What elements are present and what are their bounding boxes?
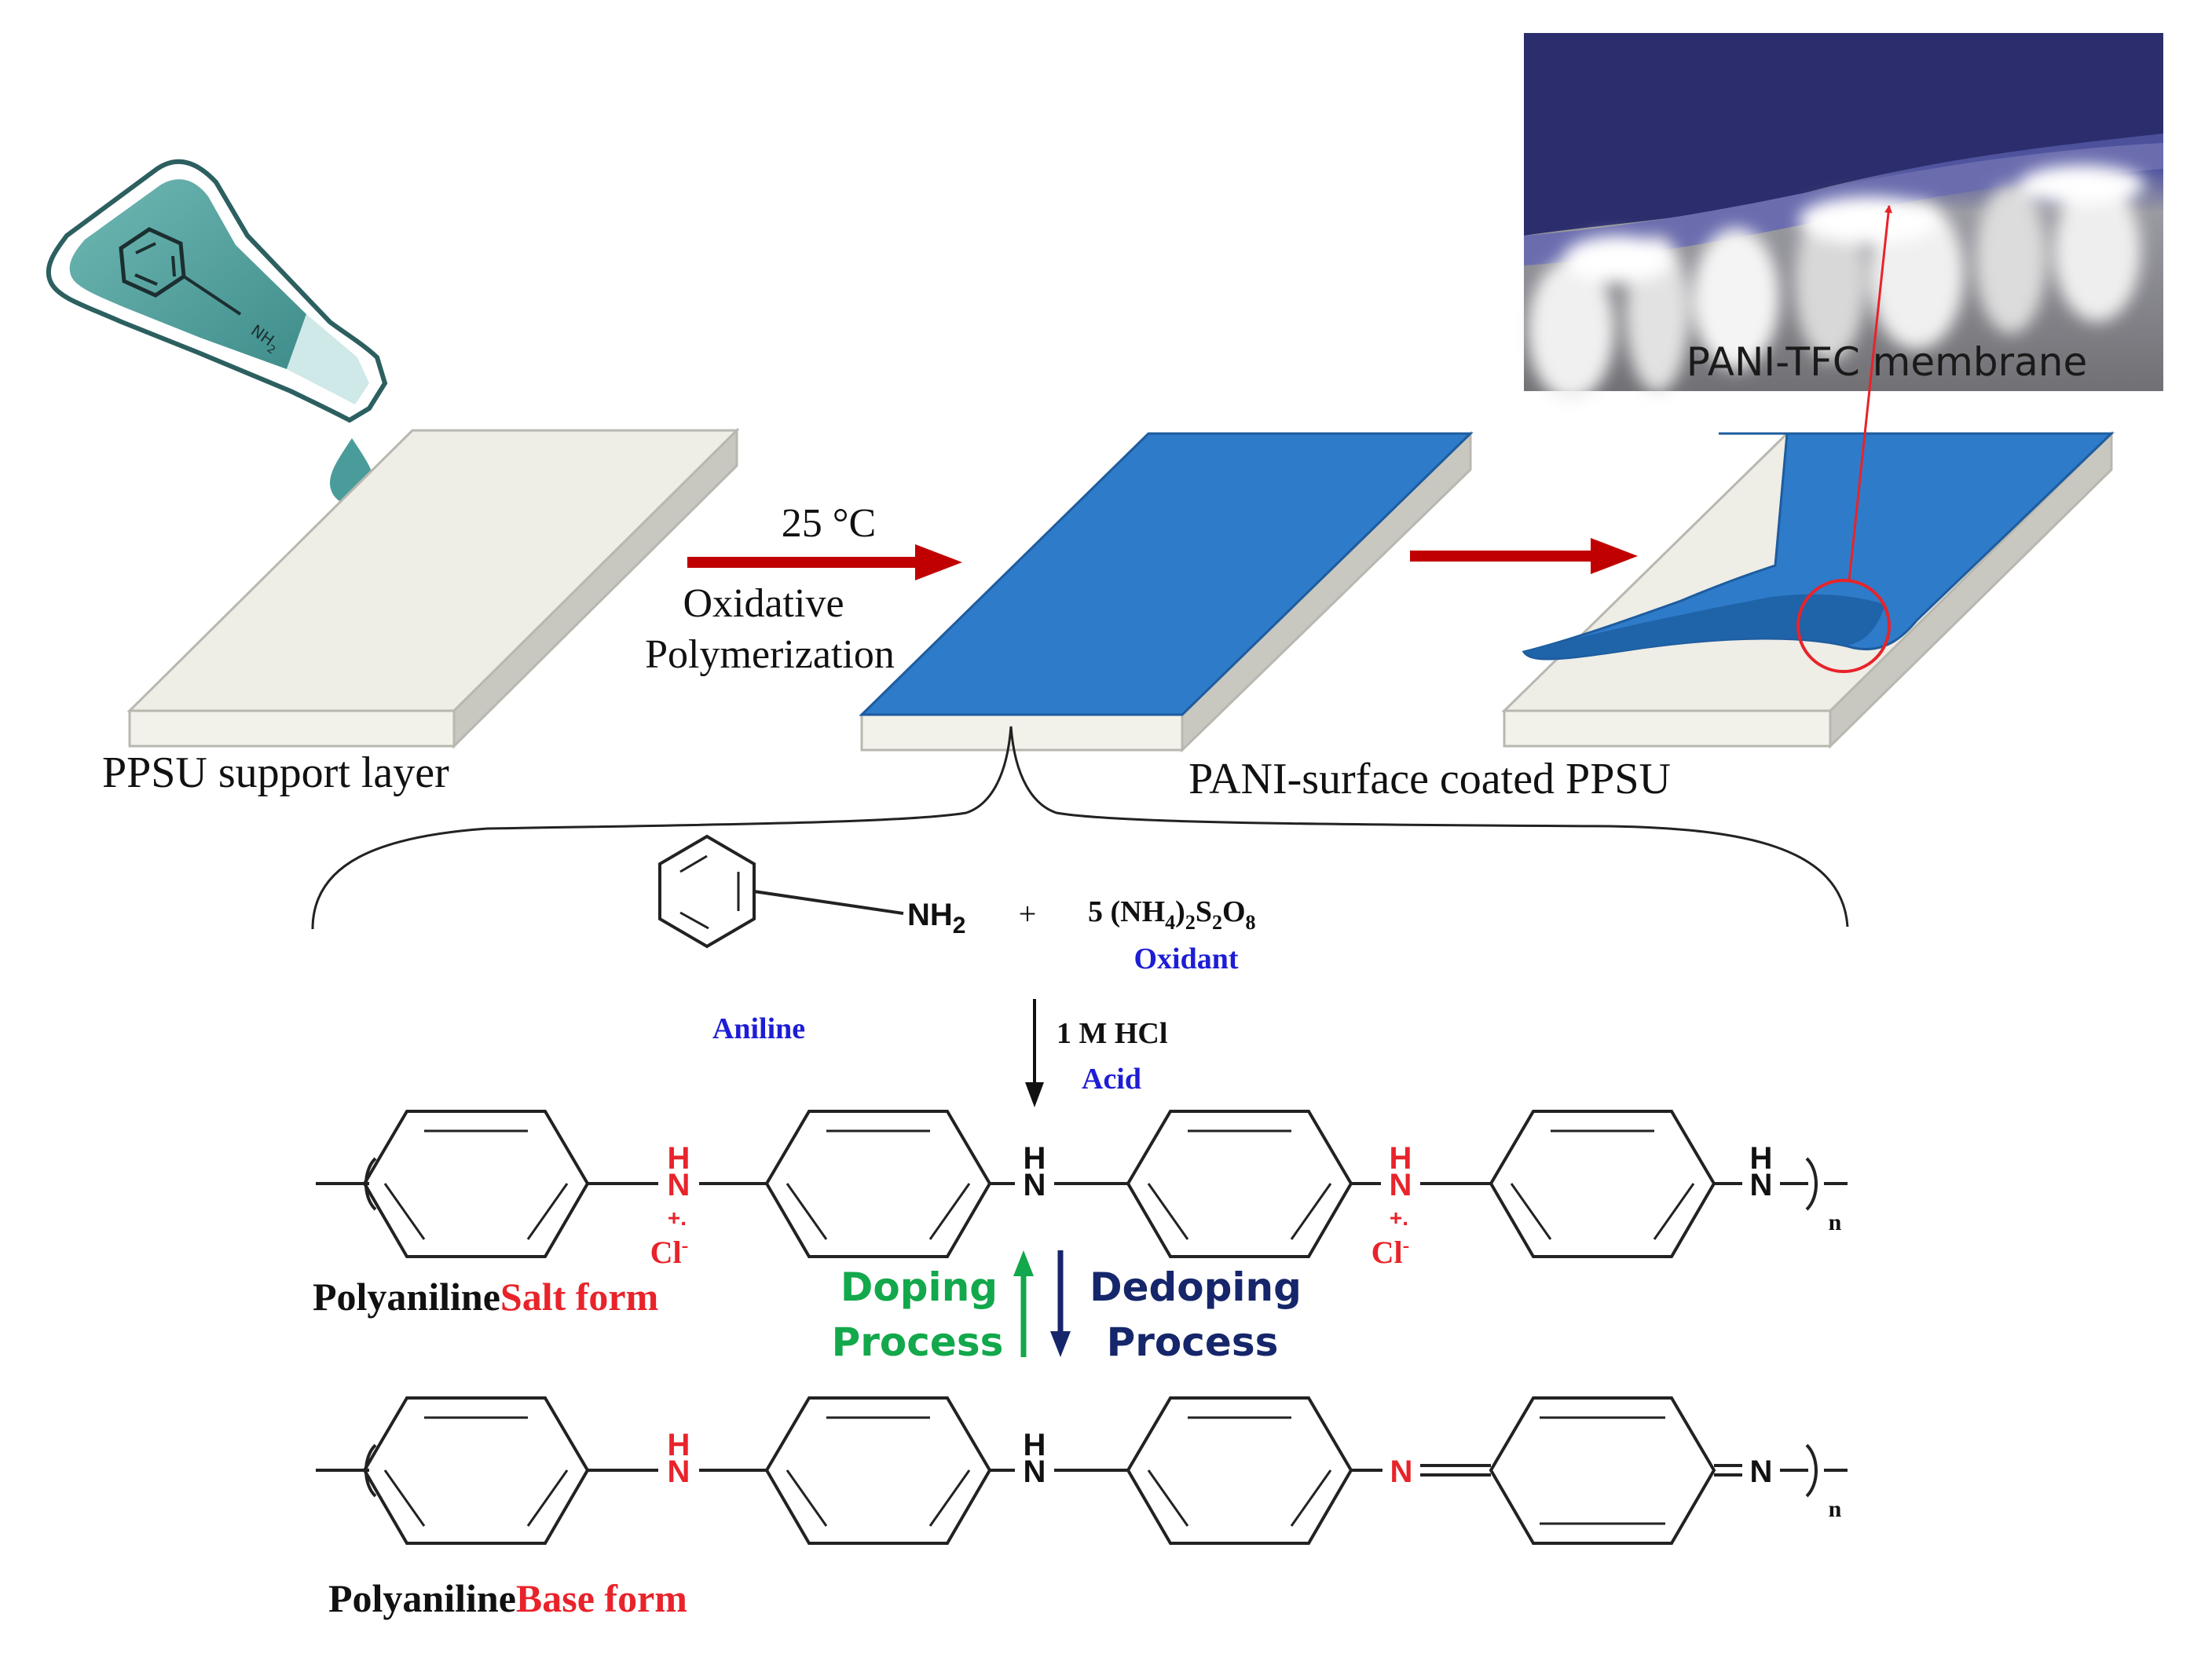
salt-n-1: N	[668, 1168, 690, 1202]
base-form-chain	[316, 1396, 1848, 1545]
salt-h-2: H	[1024, 1141, 1046, 1176]
process-arrow-1	[687, 544, 962, 580]
peel-highlight-circle	[1796, 579, 1891, 673]
base-h-2: H	[1024, 1428, 1046, 1462]
salt-h-4: H	[1750, 1141, 1773, 1176]
peel-film-underside	[1524, 594, 1885, 658]
oxidant-label: Oxidant	[1133, 942, 1238, 975]
flask-liquid	[69, 179, 306, 369]
salt-cl-3: Cl-	[1372, 1234, 1410, 1270]
salt-form-chain	[316, 1110, 1848, 1258]
pani-coated-label: PANI-surface coated PPSU	[1188, 755, 1671, 803]
peel-plate-front	[1503, 709, 1832, 748]
sem-dark-layer	[1524, 33, 2163, 236]
oxidant-formula: 5 (NH4)2S2O8	[1088, 895, 1256, 934]
sem-caption: PANI-TFC membrane	[1686, 339, 2087, 385]
salt-form-label: PolyanilineSalt form	[313, 1275, 658, 1319]
aniline-molecule	[658, 834, 904, 949]
ppsu-plate-side	[452, 427, 738, 749]
salt-form-atoms: H N +. Cl- H N H N +. Cl- H N n	[650, 1141, 1842, 1270]
salt-h-1: H	[668, 1141, 690, 1176]
salt-h-3: H	[1390, 1141, 1412, 1176]
doping-arrow	[1013, 1250, 1034, 1357]
salt-radical-3: +.	[1390, 1206, 1408, 1230]
sem-image: PANI-TFC membrane	[1524, 33, 2163, 401]
salt-cl-1: Cl-	[650, 1234, 689, 1270]
salt-repeat-n: n	[1829, 1209, 1842, 1235]
aniline-label: Aniline	[712, 1012, 805, 1045]
salt-n-2: N	[1024, 1168, 1046, 1202]
salt-radical-1: +.	[668, 1206, 687, 1230]
plus-sign: +	[1019, 896, 1037, 931]
base-form-label: PolyanilineBase form	[328, 1576, 687, 1620]
pani-plate-top	[859, 432, 1474, 716]
sem-pointer-arrow	[1848, 205, 1893, 582]
base-repeat-n: n	[1829, 1496, 1842, 1522]
pani-coated-plate	[859, 430, 1474, 753]
pani-plate-front	[860, 713, 1184, 752]
aniline-ring	[658, 834, 756, 949]
sem-pores	[1528, 165, 2144, 401]
ppsu-plate	[126, 427, 740, 749]
acid-concentration: 1 M HCl	[1057, 1017, 1167, 1050]
flask-bond	[182, 275, 242, 316]
base-h-1: H	[668, 1428, 690, 1462]
reaction-brace	[311, 726, 1849, 930]
aniline-bond	[753, 890, 904, 915]
ppsu-support-label: PPSU support layer	[102, 748, 449, 797]
oxidative-label: Oxidative	[683, 581, 844, 626]
base-n-1: N	[668, 1455, 690, 1489]
ppsu-plate-front	[128, 709, 456, 748]
acid-label: Acid	[1082, 1063, 1141, 1096]
dedoping-label-2: Process	[1107, 1319, 1279, 1365]
acid-arrow	[1025, 999, 1044, 1107]
doping-label-2: Process	[832, 1319, 1004, 1365]
flask-benzene-icon	[119, 227, 186, 298]
base-n-3: N	[1390, 1455, 1413, 1489]
base-form-atoms: H N H N N N n	[668, 1428, 1842, 1522]
base-n-4: N	[1750, 1455, 1773, 1489]
polymerization-label: Polymerization	[645, 632, 895, 677]
flask-neck-liquid	[287, 314, 369, 404]
salt-n-4: N	[1750, 1168, 1773, 1202]
dedoping-arrow	[1050, 1250, 1071, 1357]
salt-n-3: N	[1390, 1168, 1412, 1202]
flask-icon: NH2	[46, 159, 388, 423]
aniline-ring-inner	[679, 854, 740, 930]
peel-film	[1522, 432, 2115, 661]
process-arrow-2	[1410, 538, 1638, 574]
base-n-2: N	[1024, 1455, 1046, 1489]
flask-benzene-inner	[134, 242, 176, 286]
dedoping-label-1: Dedoping	[1090, 1264, 1302, 1310]
doping-label-1: Doping	[840, 1264, 998, 1310]
temperature-label: 25 °C	[782, 501, 876, 546]
peeled-membrane-plate	[1501, 430, 2115, 749]
aniline-nh2: NH2	[907, 898, 965, 939]
